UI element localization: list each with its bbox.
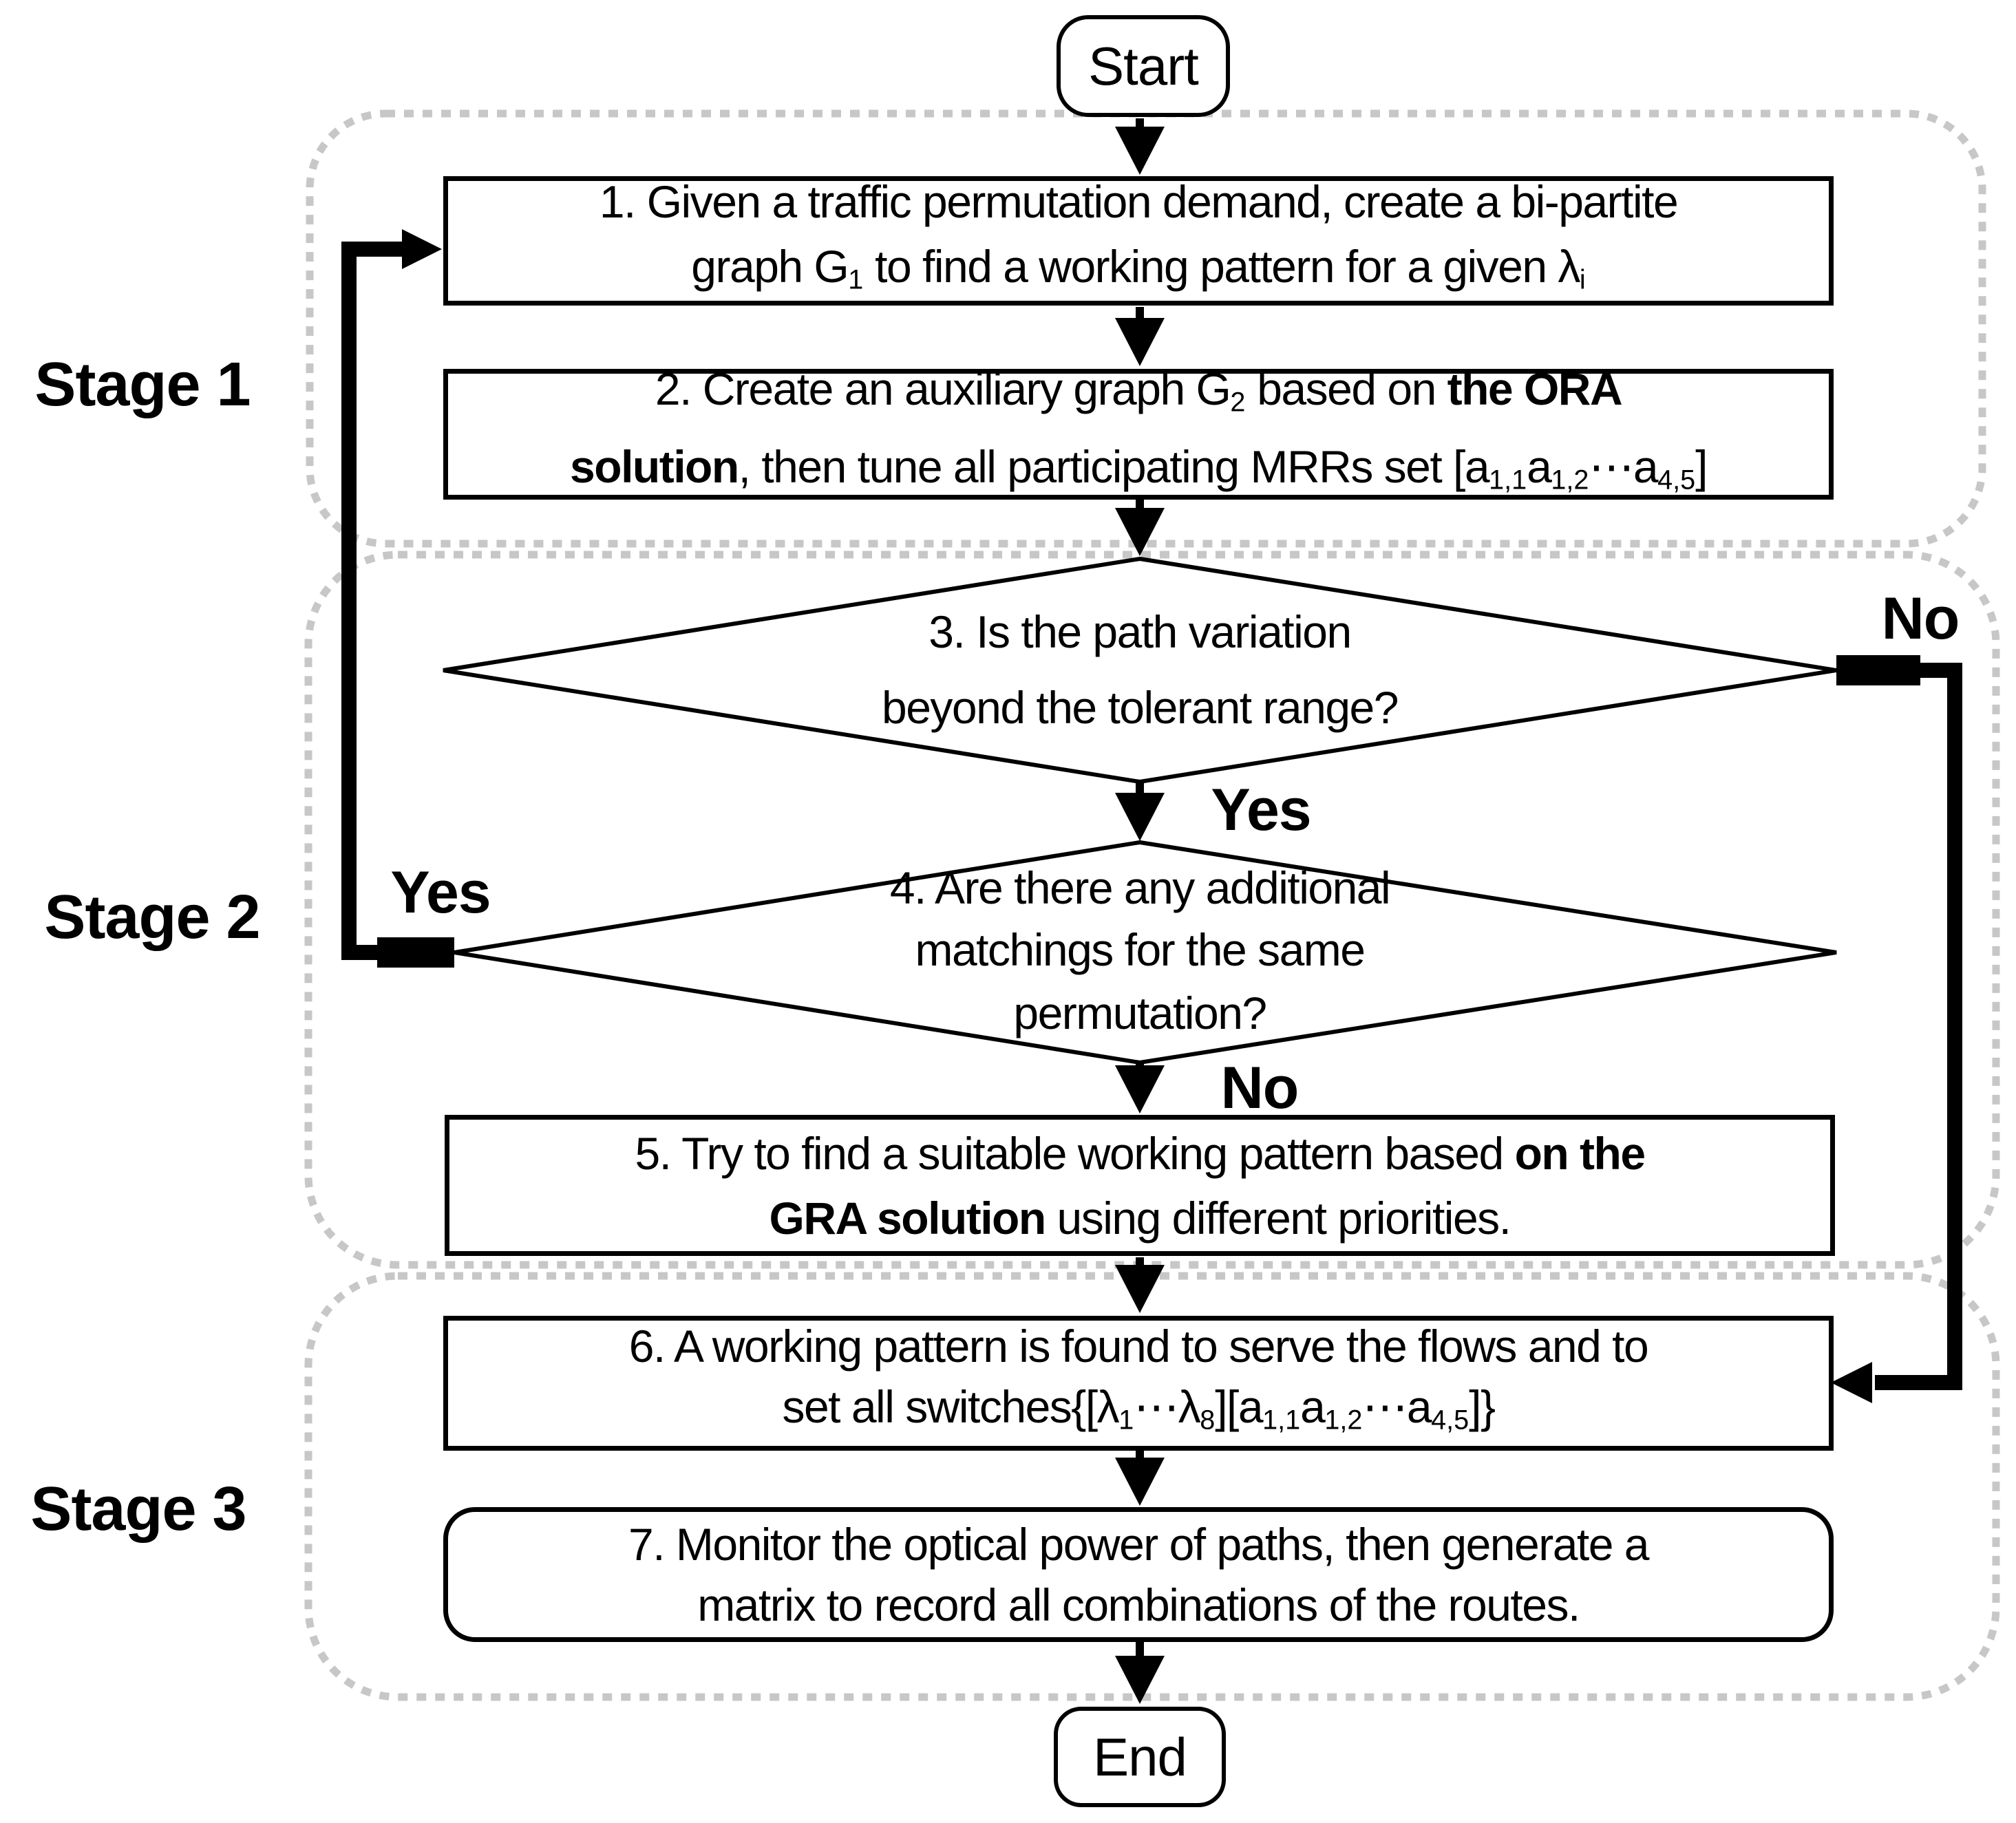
decision3-text-line2: beyond the tolerant range? [882,682,1399,733]
arrowhead-left-icon [1831,1362,1872,1403]
end-node: End [1054,1707,1226,1807]
arrowhead-down-icon [1115,1065,1165,1113]
step5-line2: GRA solution using different priorities. [769,1192,1511,1244]
step1-line1: 1. Given a traffic permutation demand, c… [599,176,1679,228]
yes-branch-stub [377,937,454,968]
stage1-label: Stage 1 [34,350,251,419]
arrowhead-down-icon [1115,1265,1165,1313]
label-no-bottom: No [1220,1055,1299,1121]
decision3-text-line1: 3. Is the path variation [929,606,1352,657]
label-no-top: No [1881,586,1960,652]
process-box-7: 7. Monitor the optical power of paths, t… [443,1507,1834,1642]
stage3-border [304,1272,2000,1701]
stage2-label: Stage 2 [44,883,260,952]
yes-branch-line [341,242,454,960]
arrowhead-down-icon [1115,1458,1165,1506]
label-yes-middle: Yes [1211,777,1311,843]
start-node: Start [1057,15,1230,117]
arrowhead-down-icon [1115,1656,1165,1704]
arrowhead-down-icon [1115,793,1165,841]
arrow-step7-to-end [1115,1642,1165,1704]
arrowhead-right-icon [402,229,442,269]
step2-line1: 2. Create an auxiliary graph G2 based on… [655,363,1623,418]
step2-line2: solution, then tune all participating MR… [570,441,1708,495]
decision3-diamond [443,556,1837,785]
process-box-5: 5. Try to find a suitable working patter… [445,1115,1835,1256]
arrowhead-down-icon [1115,127,1165,175]
step6-line2: set all switches{[λ1⋯λ8][a1,1a1,2⋯a4,5]} [782,1381,1496,1436]
arrow-decision4-to-step5 [1115,1063,1165,1113]
process-box-6: 6. A working pattern is found to serve t… [443,1316,1834,1451]
no-branch-stub [1836,655,1920,685]
arrow-step5-to-step6 [1115,1257,1165,1313]
arrowhead-down-icon [1115,508,1165,556]
process-box-1: 1. Given a traffic permutation demand, c… [443,176,1834,306]
end-label: End [1093,1726,1187,1787]
step7-line1: 7. Monitor the optical power of paths, t… [628,1519,1650,1570]
step7-line2: matrix to record all combinations of the… [697,1579,1580,1630]
stage3-label: Stage 3 [30,1475,246,1544]
stage1-border [306,109,1986,548]
no-branch-path [1831,655,1962,1403]
arrow-step2-to-decision3 [1115,500,1165,556]
decision4-text-line3: permutation? [1013,988,1267,1038]
arrow-start-to-step1 [1115,118,1165,175]
step1-line2: graph G1 to find a working pattern for a… [691,241,1586,295]
step6-line1: 6. A working pattern is found to serve t… [628,1321,1649,1372]
step5-line1: 5. Try to find a suitable working patter… [635,1127,1646,1179]
yes-branch-path [341,229,454,968]
arrow-decision3-to-decision4 [1115,782,1165,841]
decision4-text-line1: 4. Are there any additional [889,862,1391,913]
start-label: Start [1088,35,1199,96]
decision4-text-line2: matchings for the same [915,924,1366,975]
label-yes-left: Yes [390,860,491,926]
process-box-2: 2. Create an auxiliary graph G2 based on… [443,363,1834,500]
arrowhead-down-icon [1115,318,1165,366]
arrow-step6-to-step7 [1115,1451,1165,1506]
arrow-step1-to-step2 [1115,307,1165,366]
